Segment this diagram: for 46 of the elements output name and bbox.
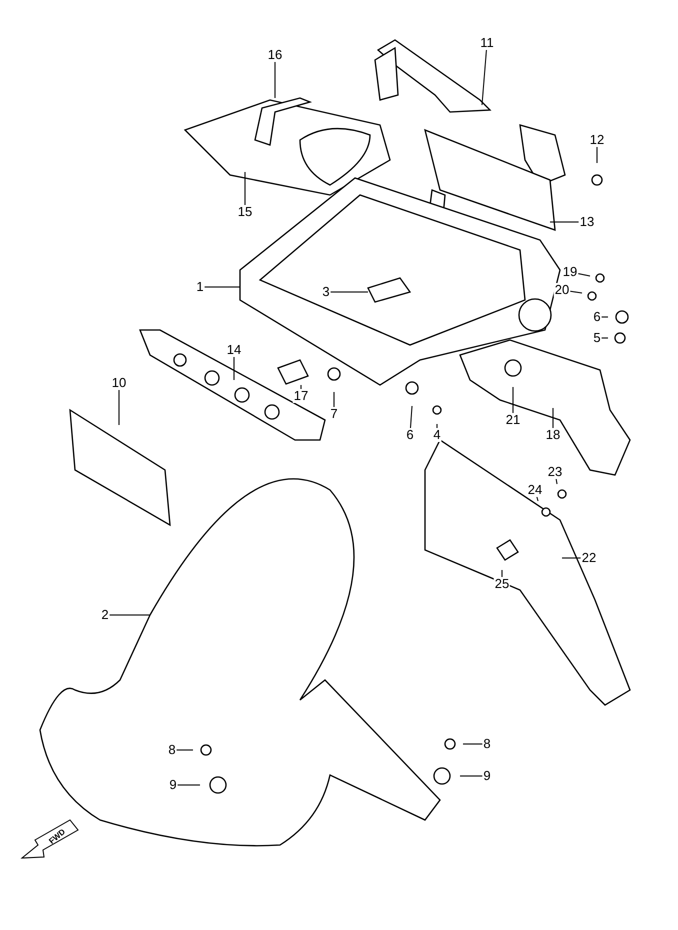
callout-number: 22 [580,551,598,565]
leader-line [556,478,558,484]
callout-number: 2 [100,608,110,622]
callout-number: 7 [329,407,339,421]
callout-number: 14 [226,343,242,357]
leader-line [601,316,608,318]
leader-line [596,146,598,164]
callout-number: 15 [236,205,254,219]
callout-number: 24 [526,483,544,497]
callout-number: 3 [321,285,331,299]
callout-number: 12 [588,133,606,147]
callout-number: 6 [405,428,415,442]
callout-number: 10 [110,376,128,390]
leader-line [204,286,240,288]
leader-line [570,290,582,294]
leader-line [109,614,150,616]
callout-number: 5 [592,331,602,345]
callout-number: 8 [482,737,492,751]
leader-line [536,496,538,502]
leader-line [244,172,246,206]
callout-number: 6 [592,310,602,324]
leader-line [177,784,200,786]
leader-line [118,390,120,426]
leader-line [436,424,438,428]
callout-number: 11 [479,36,495,50]
callout-number: 23 [546,465,564,479]
callout-number: 9 [482,769,492,783]
callout-number: 1 [195,280,205,294]
callout-number: 13 [578,215,596,229]
callout-number: 20 [554,283,570,297]
callout-number: 9 [168,778,178,792]
callout-number: 4 [432,428,442,442]
leader-line [300,384,302,390]
leader-line [552,408,554,428]
callout-number: 17 [292,389,310,403]
leader-line [482,50,487,106]
callout-number: 18 [544,428,562,442]
leader-line [410,406,412,428]
callout-number: 8 [167,743,177,757]
leader-line [512,386,514,414]
callout-number: 19 [562,265,578,279]
callout-number: 25 [494,577,510,591]
leader-line [578,273,590,276]
callout-number: 16 [266,48,284,62]
callout-number: 21 [504,413,522,427]
leader-line [274,62,276,98]
